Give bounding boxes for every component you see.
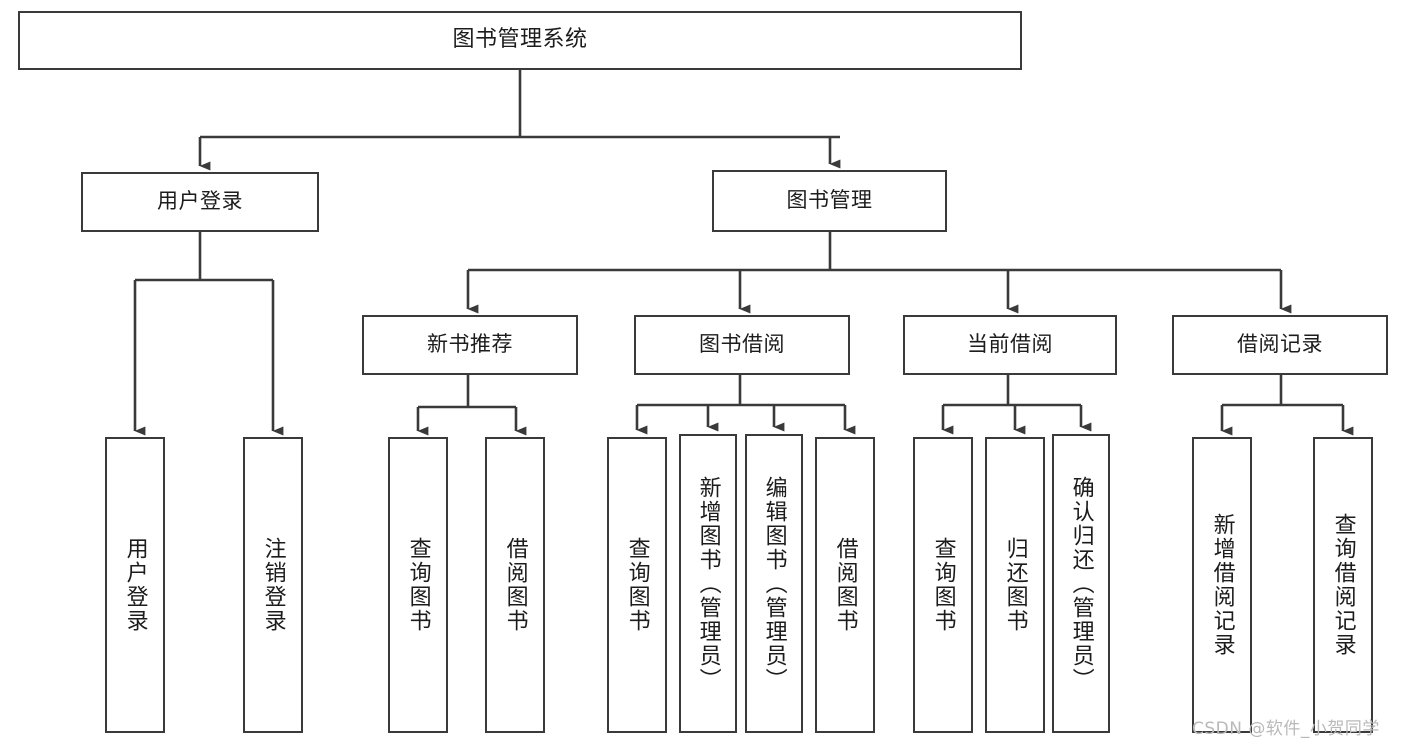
node-current-borrow[interactable]: 当前借阅	[903, 315, 1117, 375]
node-leaf-borrow-book-1[interactable]: 借阅图书	[485, 437, 545, 733]
node-leaf-return-book[interactable]: 归还图书	[985, 437, 1045, 733]
node-root-label: 图书管理系统	[452, 27, 588, 53]
node-leaf-add-book-label: 新增图书（管理员）	[695, 475, 721, 692]
node-new-book-rec-label: 新书推荐	[427, 332, 513, 357]
node-leaf-query-record[interactable]: 查询借阅记录	[1313, 437, 1373, 733]
node-leaf-return-book-label: 归还图书	[1002, 537, 1028, 633]
node-leaf-query-record-label: 查询借阅记录	[1330, 513, 1356, 657]
node-leaf-query-book-3[interactable]: 查询图书	[913, 437, 973, 733]
node-book-borrow-label: 图书借阅	[699, 332, 785, 357]
node-current-borrow-label: 当前借阅	[967, 332, 1053, 357]
node-new-book-rec[interactable]: 新书推荐	[362, 315, 578, 375]
node-leaf-add-book[interactable]: 新增图书（管理员）	[679, 434, 737, 733]
node-leaf-confirm-return[interactable]: 确认归还（管理员）	[1052, 434, 1110, 733]
node-leaf-edit-book[interactable]: 编辑图书（管理员）	[745, 434, 803, 733]
node-leaf-query-book-2-label: 查询图书	[624, 537, 650, 633]
node-book-borrow[interactable]: 图书借阅	[634, 315, 850, 375]
node-leaf-edit-book-label: 编辑图书（管理员）	[761, 475, 787, 692]
node-borrow-record-label: 借阅记录	[1237, 332, 1323, 357]
node-leaf-user-login[interactable]: 用户登录	[105, 437, 165, 733]
node-leaf-borrow-book-1-label: 借阅图书	[502, 537, 528, 633]
node-user-login-label: 用户登录	[157, 189, 243, 214]
node-leaf-query-book-1[interactable]: 查询图书	[388, 437, 448, 733]
node-leaf-confirm-return-label: 确认归还（管理员）	[1068, 475, 1094, 692]
node-leaf-borrow-book-2-label: 借阅图书	[832, 537, 858, 633]
node-leaf-borrow-book-2[interactable]: 借阅图书	[815, 437, 875, 733]
node-root[interactable]: 图书管理系统	[18, 11, 1022, 70]
node-leaf-query-book-1-label: 查询图书	[405, 537, 431, 633]
node-leaf-add-record[interactable]: 新增借阅记录	[1192, 437, 1252, 733]
node-user-login[interactable]: 用户登录	[81, 172, 319, 232]
node-leaf-query-book-2[interactable]: 查询图书	[607, 437, 667, 733]
node-borrow-record[interactable]: 借阅记录	[1172, 315, 1388, 375]
node-book-manage[interactable]: 图书管理	[712, 170, 947, 232]
node-leaf-logout-label: 注销登录	[260, 537, 286, 633]
node-leaf-add-record-label: 新增借阅记录	[1209, 513, 1235, 657]
node-leaf-logout[interactable]: 注销登录	[243, 437, 303, 733]
node-book-manage-label: 图书管理	[786, 188, 873, 213]
node-leaf-query-book-3-label: 查询图书	[930, 537, 956, 633]
node-leaf-user-login-label: 用户登录	[122, 537, 148, 633]
